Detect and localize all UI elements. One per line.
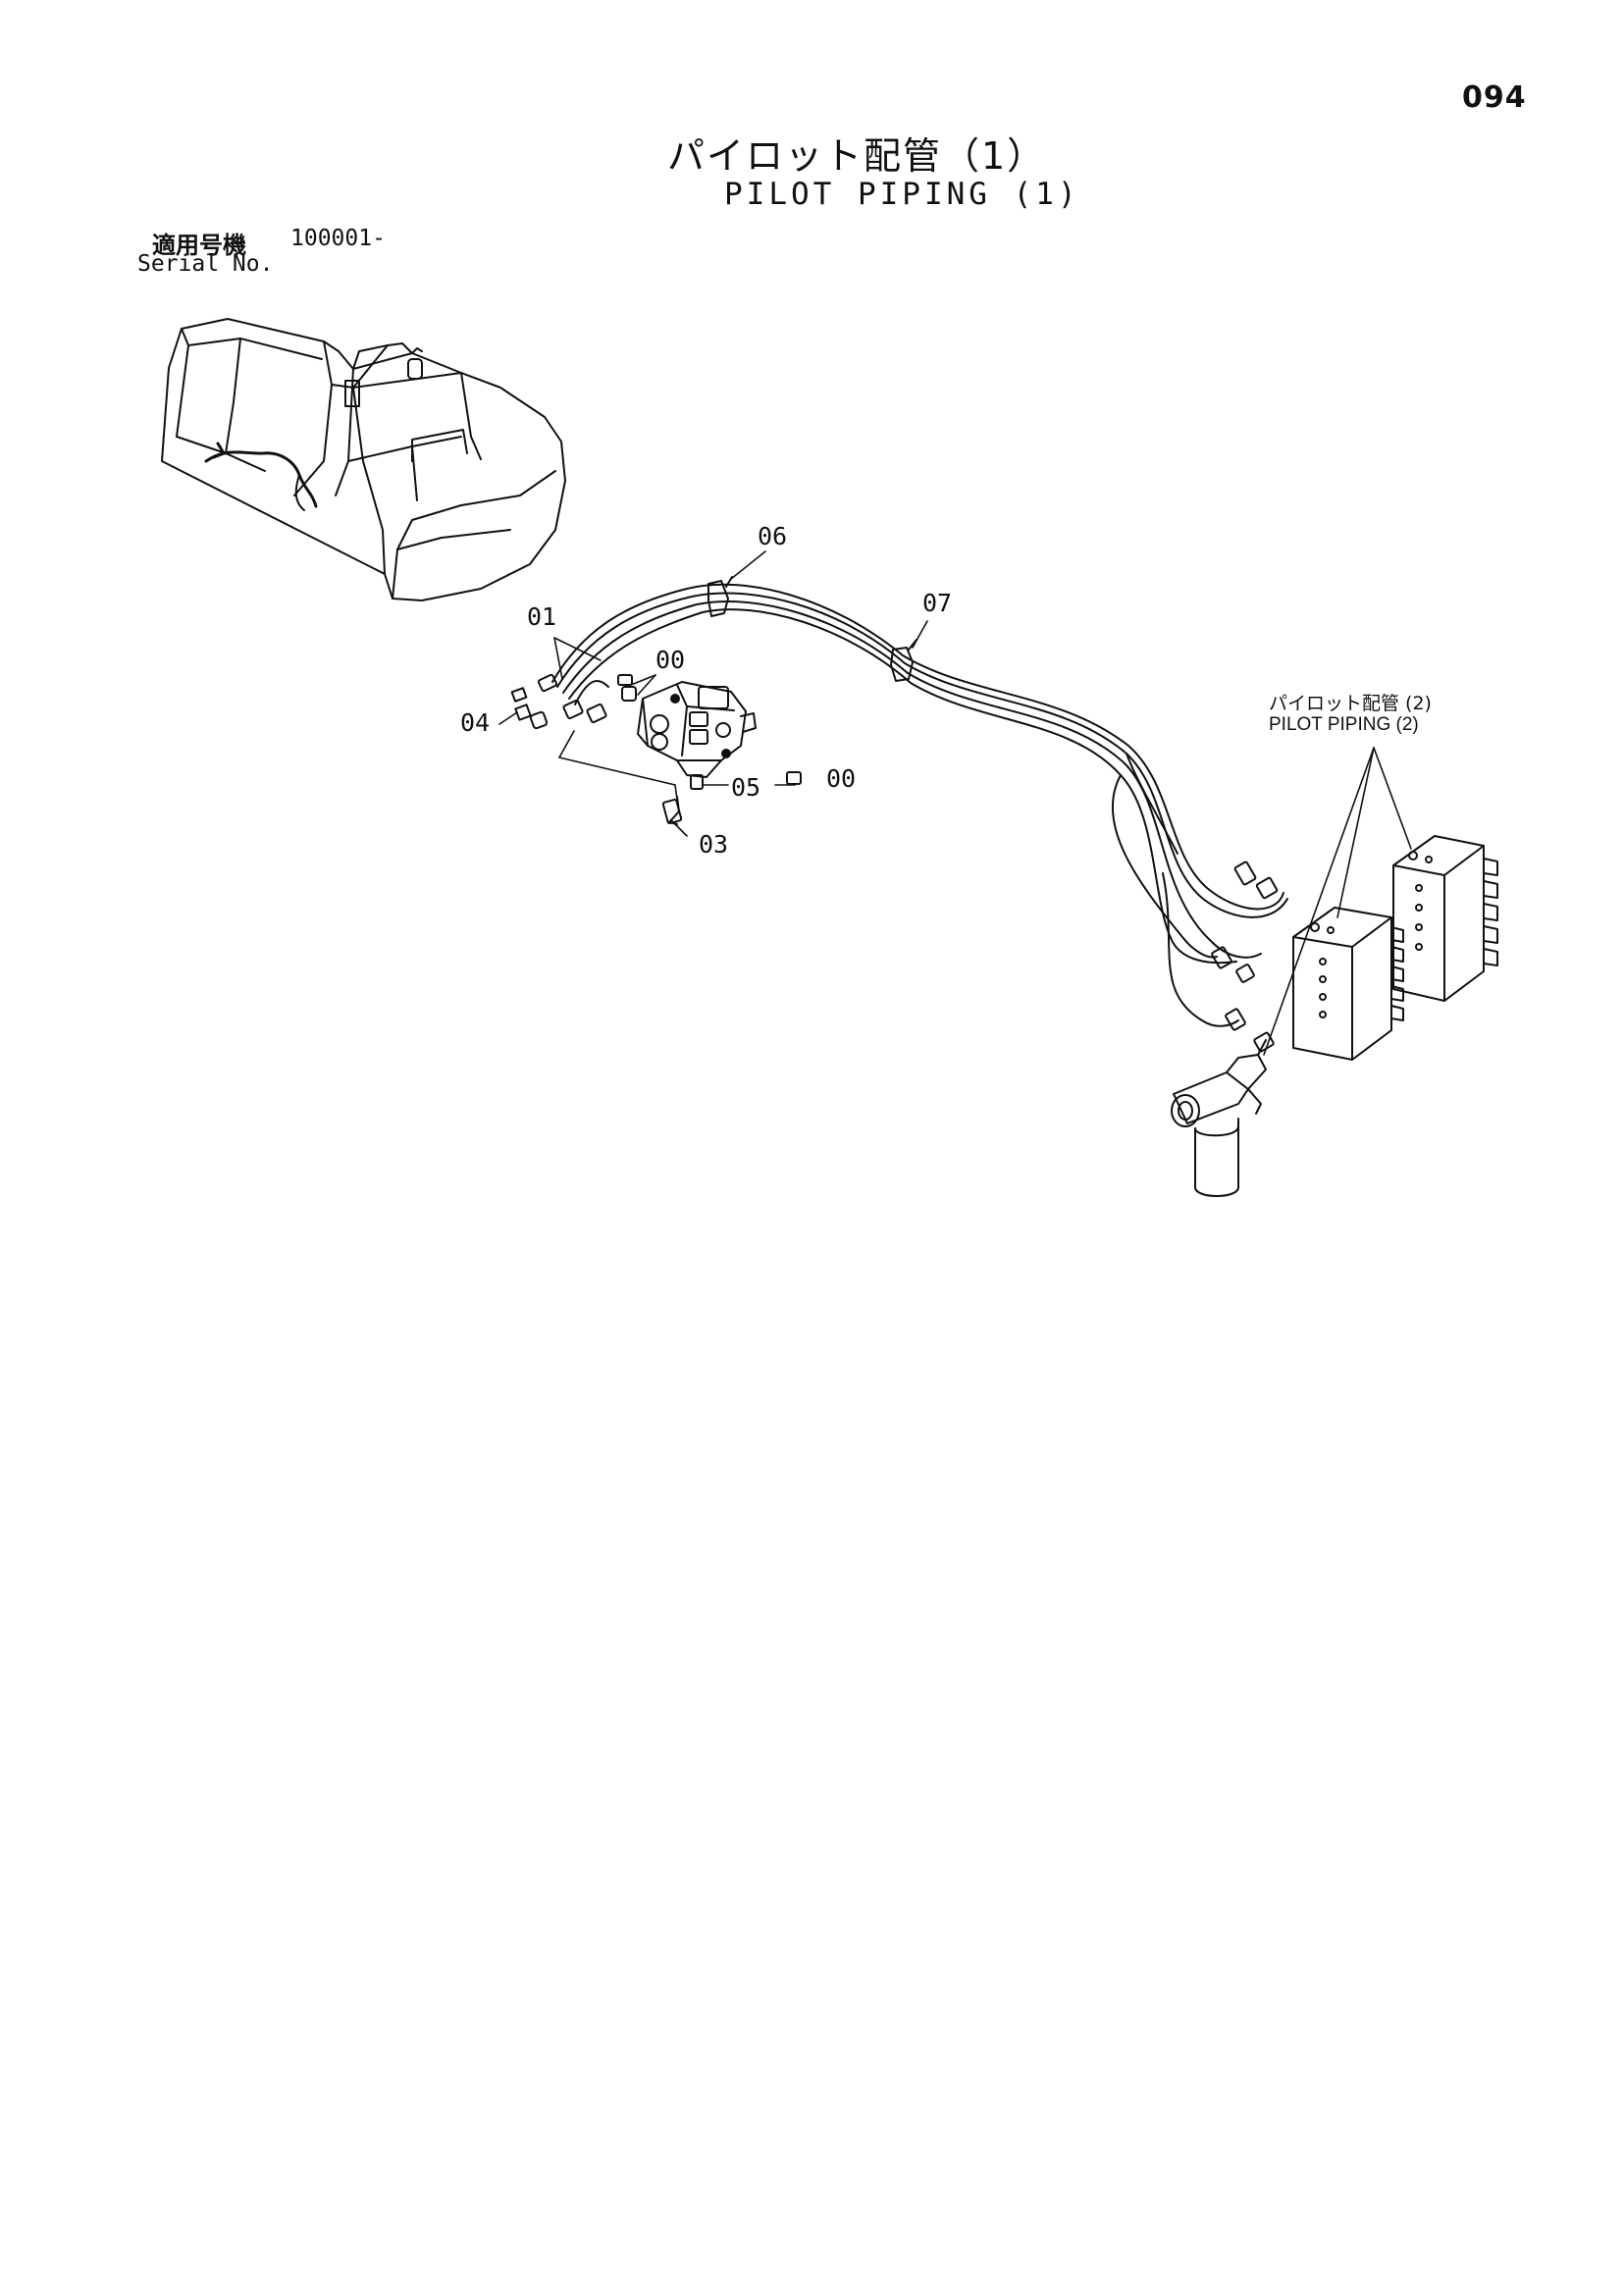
page-title-japanese: パイロット配管（1） [667, 134, 1047, 178]
hose-clamps [708, 577, 917, 681]
reference-label-japanese: パイロット配管 (2) [1269, 693, 1432, 714]
callout-00-lower: 00 [826, 764, 857, 793]
excavator-upper-structure [162, 319, 565, 600]
serial-label-japanese: 適用号機 [152, 232, 246, 259]
page-number: 094 [1462, 80, 1527, 115]
callout-07: 07 [922, 589, 953, 617]
reference-label-english: PILOT PIPING (2) [1269, 714, 1419, 735]
page-title-english: PILOT PIPING (1) [724, 177, 1080, 212]
pilot-hose-bundle [552, 585, 1287, 1026]
callout-06: 06 [758, 522, 788, 550]
callout-03: 03 [699, 830, 729, 859]
callout-01: 01 [527, 602, 557, 631]
leader-lines [499, 551, 1411, 1055]
serial-label-english: Serial No. [137, 251, 274, 277]
serial-number-value: 100001- [290, 226, 386, 251]
callout-04: 04 [460, 708, 491, 737]
callout-00-upper: 00 [655, 646, 686, 674]
pilot-valve-blocks [1293, 836, 1497, 1060]
callout-05: 05 [731, 773, 761, 802]
pilot-filter [1172, 1040, 1266, 1196]
pilot-valve-assembly [638, 682, 756, 777]
